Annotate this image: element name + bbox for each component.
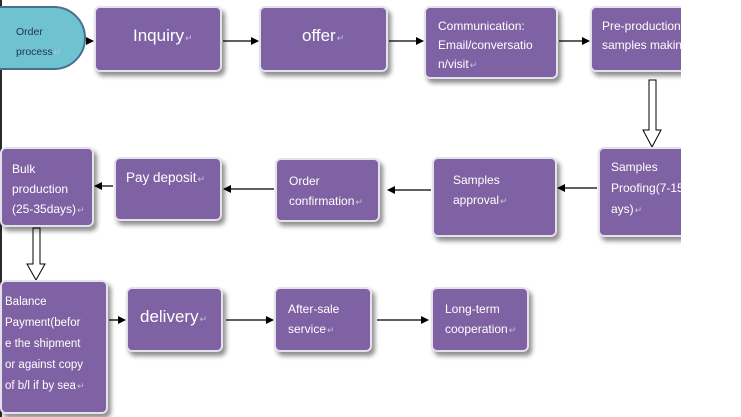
step-samples-proofing-label: Samples Proofing(7-15d ays): [611, 157, 690, 221]
step-delivery: delivery: [126, 287, 223, 352]
step-balance-payment-label: Balance Payment(befor e the shipment or …: [5, 292, 85, 397]
step-offer-label: offer: [302, 26, 344, 46]
step-after-sale-service: After-sale service: [274, 287, 372, 352]
step-long-term-cooperation: Long-term cooperation: [431, 287, 529, 352]
step-samples-approval: Samples approval: [432, 157, 557, 237]
step-pay-deposit-label: Pay deposit: [126, 170, 205, 185]
step-bulk-production-label: Bulk production (25-35days): [12, 159, 85, 220]
order-process-start-node: Order process: [0, 6, 86, 70]
step-after-sale-service-label: After-sale service: [288, 299, 339, 340]
step-offer: offer: [259, 6, 388, 72]
arrow-bulk-to-balance: [26, 227, 46, 282]
step-communication-label: Communication: Email/conversatio n/visit: [438, 17, 533, 75]
step-long-term-cooperation-label: Long-term cooperation: [445, 299, 516, 340]
step-inquiry: Inquiry: [94, 6, 222, 72]
step-delivery-label: delivery: [140, 307, 207, 327]
right-clip-area: [681, 0, 741, 417]
step-order-confirmation-label: Order confirmation: [289, 171, 363, 212]
arrow-preproduction-to-proofing: [642, 79, 662, 149]
step-bulk-production: Bulk production (25-35days): [0, 147, 94, 227]
step-pay-deposit: Pay deposit: [114, 157, 222, 221]
step-communication: Communication: Email/conversatio n/visit: [424, 6, 558, 79]
step-order-confirmation: Order confirmation: [275, 158, 380, 222]
step-balance-payment: Balance Payment(befor e the shipment or …: [0, 280, 108, 414]
order-process-label: Order process: [16, 22, 61, 62]
step-pre-production-label: Pre-production samples making: [602, 17, 697, 56]
step-inquiry-label: Inquiry: [133, 26, 193, 46]
step-samples-approval-label: Samples approval: [453, 170, 508, 211]
